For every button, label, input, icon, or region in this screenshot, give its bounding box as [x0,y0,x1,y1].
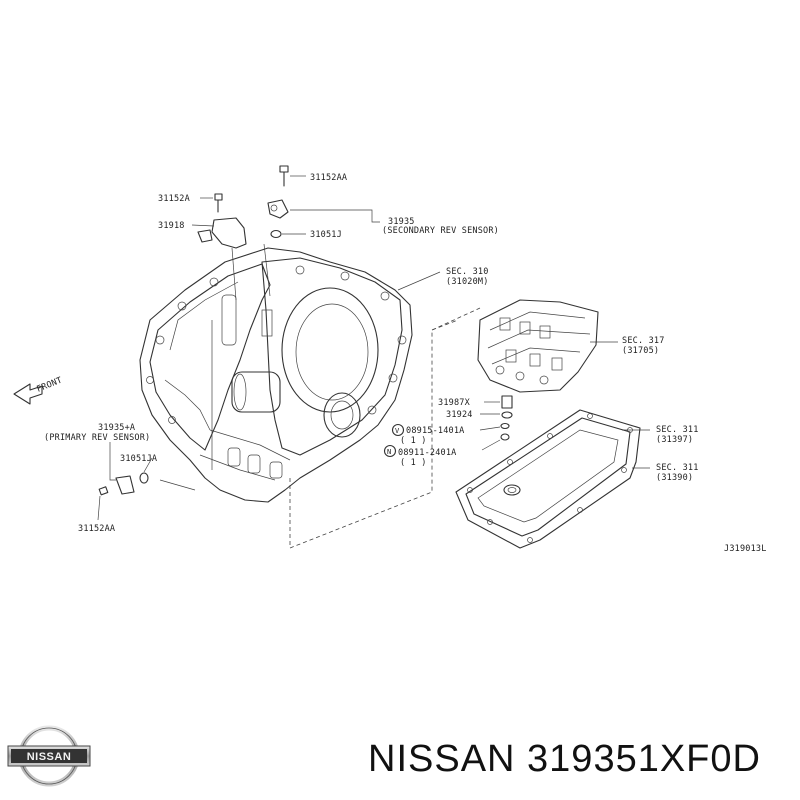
label-31020M: (31020M) [446,277,489,287]
label-sec311-b: SEC. 311 [656,463,699,473]
label-31051J-top: 31051J [310,230,342,240]
transmission-case [139,247,413,503]
label-sec310: SEC. 310 [446,267,489,277]
label-secondary-rev-sensor: (SECONDARY REV SENSOR) [382,226,499,236]
front-arrow-icon [13,383,43,405]
label-31935: 31935 [388,217,415,227]
label-08915: 08915-1401A [406,426,465,436]
label-08911: 08911-2401A [398,448,457,458]
oil-pan [455,409,641,549]
label-sec311-a: SEC. 311 [656,425,699,435]
label-31935A: 31935+A [98,423,135,433]
n-marker: N [383,444,397,458]
label-31397: (31397) [656,435,693,445]
v-marker: V [391,423,405,437]
leader-sec310 [397,271,441,291]
dashed-connectors [289,307,481,549]
primary-rev-sensor-group [97,442,153,521]
part-number-caption: NISSAN 319351XF0D [368,738,761,780]
label-31924: 31924 [446,410,473,420]
label-front: FRONT [35,376,63,395]
label-31705: (31705) [622,346,659,356]
label-31051JA: 31051JA [120,454,157,464]
secondary-rev-sensor-group [191,165,380,301]
label-primary-rev-sensor: (PRIMARY REV SENSOR) [44,433,150,443]
label-reference-code: J319013L [724,544,767,554]
label-31987X: 31987X [438,398,471,408]
svg-text:V: V [395,427,400,435]
small-parts-stack [479,395,513,451]
label-08915-qty: ( 1 ) [400,436,427,446]
nissan-logo: NISSAN [7,725,91,787]
label-sec317: SEC. 317 [622,336,665,346]
label-31152A: 31152A [158,194,190,204]
label-31152AA-top: 31152AA [310,173,347,183]
valve-body [477,299,599,393]
label-31152AA-bottom: 31152AA [78,524,115,534]
label-08911-qty: ( 1 ) [400,458,427,468]
label-31918: 31918 [158,221,185,231]
logo-wordmark: NISSAN [27,751,72,763]
label-31390: (31390) [656,473,693,483]
svg-text:N: N [387,448,391,456]
